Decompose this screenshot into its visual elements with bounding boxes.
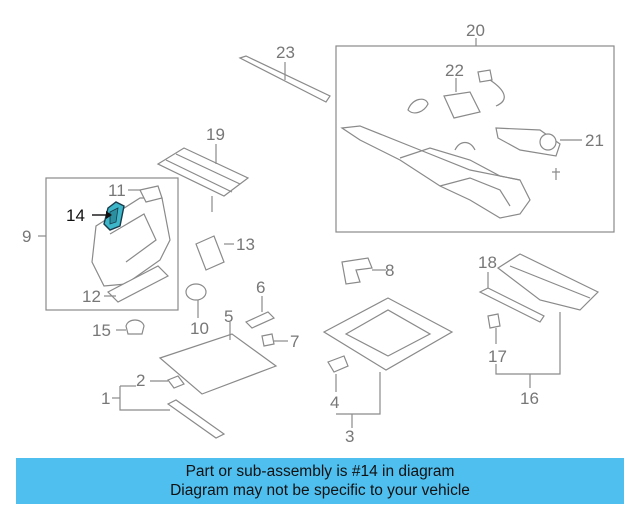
callout-9: 9 (22, 227, 31, 246)
callout-1: 1 (101, 389, 110, 408)
part-22-module (407, 69, 505, 119)
callout-14-highlighted: 14 (66, 206, 85, 225)
callout-12: 12 (82, 287, 101, 306)
banner-line-2: Diagram may not be specific to your vehi… (170, 482, 470, 499)
callout-13: 13 (236, 235, 255, 254)
group-box-9 (45, 177, 179, 311)
callout-5: 5 (224, 307, 233, 326)
callout-20: 20 (466, 21, 485, 40)
part-6-strip (244, 296, 276, 329)
part-21-actuator (495, 127, 582, 180)
info-banner: Part or sub-assembly is #14 in diagram D… (16, 458, 624, 504)
part-14-clip-highlighted (92, 201, 125, 231)
callout-7: 7 (290, 332, 299, 351)
part-17-clip (487, 313, 501, 344)
callout-3: 3 (345, 427, 354, 446)
callout-8: 8 (385, 261, 394, 280)
part-19-shelf-rack (156, 144, 250, 212)
callout-22: 22 (445, 61, 464, 80)
callout-19: 19 (206, 125, 225, 144)
callout-15: 15 (92, 321, 111, 340)
callout-23: 23 (276, 43, 295, 62)
callout-21: 21 (585, 131, 604, 150)
callout-2: 2 (136, 371, 145, 390)
part-3-floor-board (322, 297, 454, 428)
group-box-20 (335, 45, 615, 233)
part-4-tag (327, 355, 349, 392)
part-23-trim-strip (238, 55, 331, 103)
callout-18: 18 (478, 253, 497, 272)
callout-16: 16 (520, 389, 539, 408)
part-12-panel (104, 265, 170, 303)
part-7-clip (261, 333, 288, 347)
part-1-sill-strip (112, 385, 226, 439)
part-15-cap (116, 319, 145, 335)
callout-6: 6 (256, 278, 265, 297)
part-20-console-assembly (340, 125, 531, 219)
callout-17: 17 (488, 347, 507, 366)
parts-diagram: 1 2 3 4 5 6 7 8 9 10 11 12 13 14 15 16 1… (22, 21, 615, 446)
callout-11: 11 (108, 181, 126, 200)
part-8-bracket (341, 257, 386, 285)
part-18-rear-panel (478, 253, 600, 323)
callout-4: 4 (330, 393, 339, 412)
part-10-knob (185, 283, 207, 318)
banner-line-1: Part or sub-assembly is #14 in diagram (185, 463, 455, 480)
callout-10: 10 (190, 319, 209, 338)
part-5-floor-panel (158, 322, 278, 395)
part-2-piece (150, 375, 185, 389)
part-13-bracket (195, 235, 234, 271)
